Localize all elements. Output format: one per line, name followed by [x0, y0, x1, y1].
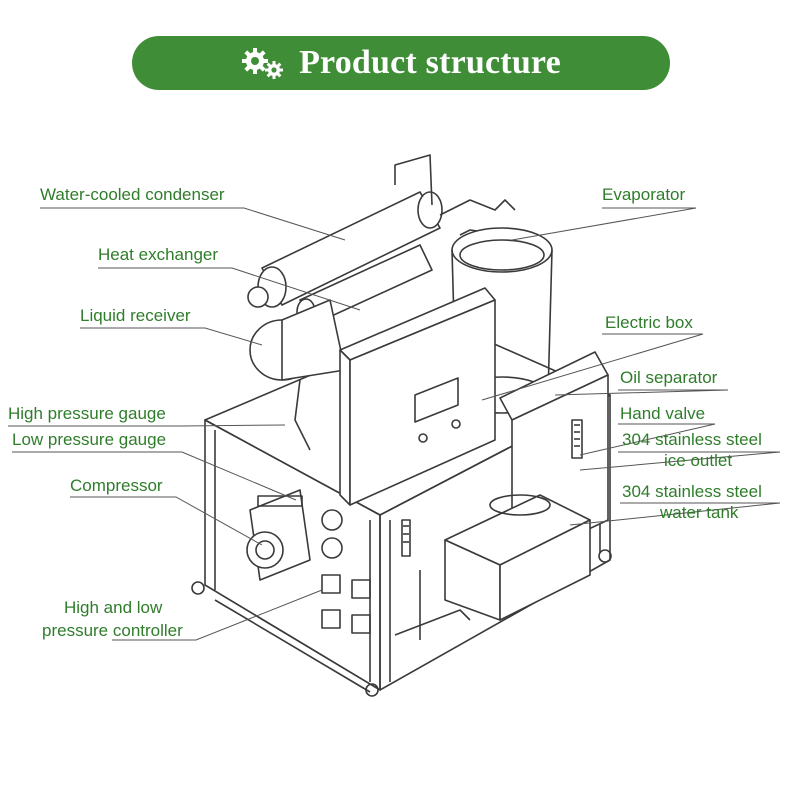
compressor-drawing — [246, 489, 311, 581]
label-water-cooled-condenser: Water-cooled condenser — [40, 185, 225, 204]
label-ice-outlet-line1: 304 stainless steel — [622, 430, 762, 449]
label-electric-box: Electric box — [605, 313, 693, 332]
gears-icon — [242, 48, 284, 79]
label-water-tank-line2: water tank — [660, 503, 739, 522]
receiver-drawing — [249, 299, 346, 381]
label-compressor: Compressor — [70, 476, 163, 495]
label-evaporator: Evaporator — [602, 185, 686, 204]
condenser — [247, 191, 443, 308]
label-oil-separator: Oil separator — [620, 368, 718, 387]
label-hand-valve: Hand valve — [620, 404, 706, 423]
label-pressure-controller-line1: High and low — [64, 598, 163, 617]
grille-drawing — [401, 519, 411, 557]
controllers-drawing — [321, 574, 371, 634]
label-ice-outlet-line2: ice outlet — [664, 451, 733, 470]
title-banner: Product structure — [132, 36, 670, 90]
label-high-pressure-gauge: High pressure gauge — [8, 404, 166, 423]
water-tank-drawing — [444, 494, 591, 621]
banner-title: Product structure — [299, 44, 561, 81]
gauges-drawing — [321, 509, 343, 559]
label-pressure-controller-line2: pressure controller — [42, 621, 183, 640]
electric-box-drawing — [339, 287, 496, 506]
label-liquid-receiver: Liquid receiver — [80, 306, 191, 325]
label-water-tank-line1: 304 stainless steel — [622, 482, 762, 501]
label-low-pressure-gauge: Low pressure gauge — [12, 430, 167, 449]
leader-lines — [8, 207, 781, 641]
label-heat-exchanger: Heat exchanger — [98, 245, 219, 264]
